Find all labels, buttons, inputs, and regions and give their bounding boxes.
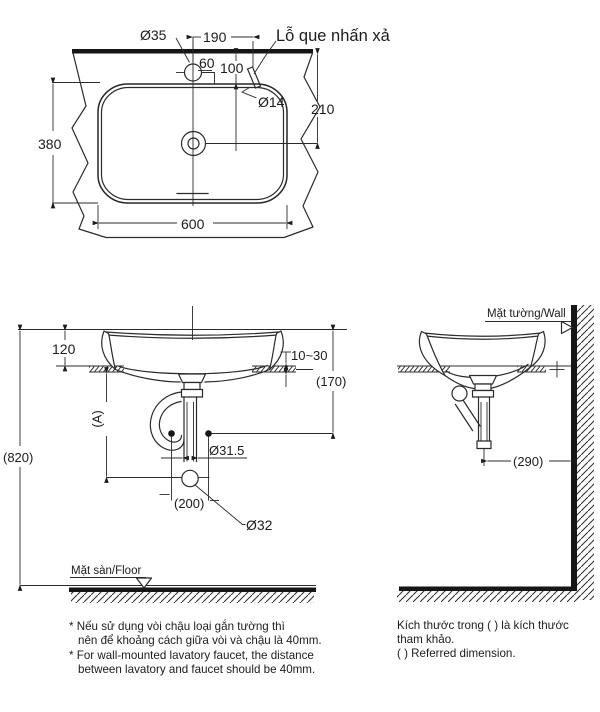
wall-line-top-view [72, 49, 313, 54]
note-left-line1: * Nếu sử dụng vòi chậu loại gắn tường th… [69, 620, 285, 633]
floor-label: Mặt sàn/Floor [71, 565, 141, 577]
rim-line-outer-side [423, 332, 542, 337]
pushrod-hole-label: Lỗ que nhấn xả [276, 26, 391, 45]
d35-leader [175, 37, 190, 63]
note-left-line3: * For wall-mounted lavatory faucet, the … [69, 649, 314, 662]
drain-hole-inner [187, 137, 200, 150]
floor [20, 577, 316, 603]
note-left-line2: nên để khoảng cách giữa vòi và chậu là 4… [78, 634, 322, 647]
wall-bar [571, 305, 577, 591]
p-trap-outer [149, 391, 185, 451]
pushrod-label-leader [253, 40, 277, 75]
dim-label-210: 210 [311, 101, 335, 117]
dim-label-60: 60 [199, 55, 215, 71]
dim-label-31-5: Ø31.5 [209, 443, 244, 458]
waste-pipe-side [477, 396, 491, 442]
counter-break-outline [71, 52, 321, 239]
dim-600 [92, 205, 293, 229]
note-right-line2: tham khảo. [397, 633, 454, 646]
dim-label-120: 120 [52, 341, 76, 357]
note-right-line3: ( ) Referred dimension. [397, 647, 516, 660]
front-view: 120 10~30 (170) (A) (820) Ø31.5 (200) Ø3… [3, 306, 347, 603]
floor-hatch [71, 592, 314, 603]
dim-380 [50, 77, 100, 209]
dim-label-14: Ø14 [258, 94, 285, 110]
dim-200 [159, 430, 333, 501]
dim-label-290: (290) [513, 454, 543, 469]
bowl-outer-bottom-side [444, 366, 532, 390]
faucet-tick-right [201, 72, 215, 84]
dim-label-600: 600 [181, 216, 205, 232]
left-wall-section [101, 330, 117, 371]
dim-label-100: 100 [220, 60, 244, 76]
drain-hole-outer [180, 130, 207, 157]
drain-assembly-front [106, 373, 210, 488]
dim-label-A: (A) [90, 410, 105, 427]
top-view: Ø35 190 60 100 Lỗ que nhấn xả Ø14 210 38… [38, 26, 391, 239]
floor-slab-side [399, 586, 571, 591]
trap-arm [454, 399, 481, 432]
rim-line-inner-side [425, 335, 540, 340]
bowl-side-section [418, 330, 546, 390]
wall-label: Mặt tường/Wall [487, 308, 566, 320]
bowl-outer-bottom [114, 368, 271, 383]
waste-pipe-front [183, 396, 198, 463]
note-left-line4: between lavatory and faucet should be 40… [78, 663, 315, 676]
dim-dot-left [168, 430, 175, 437]
floor-slab [69, 587, 316, 592]
trap-ball-joint [451, 385, 468, 402]
pushrod-hole [241, 40, 277, 99]
outlet-circle [181, 469, 199, 488]
footnotes: * Nếu sử dụng vòi chậu loại gắn tường th… [69, 619, 569, 676]
right-wall-section-side [529, 330, 546, 368]
d14-leader [241, 87, 257, 99]
dim-label-380: 380 [38, 136, 62, 152]
rim-line-outer [105, 331, 280, 336]
floor-hatch-side [397, 591, 580, 602]
dim-10-30 [280, 351, 291, 387]
dim-190 [186, 34, 260, 67]
counter-section [56, 365, 313, 373]
dim-label-190: 190 [203, 29, 227, 45]
dim-label-200: (200) [174, 496, 204, 511]
floor-level-triangle-icon [135, 577, 153, 589]
rim-line-inner [107, 334, 278, 339]
dim-label-10-30: 10~30 [291, 348, 328, 363]
wall-hatch [577, 305, 594, 600]
dim-label-32: Ø32 [246, 517, 273, 533]
left-wall-section-side [418, 330, 446, 377]
side-view: Mặt tường/Wall (290) [397, 305, 594, 602]
dim-label-170: (170) [316, 374, 346, 389]
floor-side [397, 586, 580, 602]
drain-assembly-side [451, 374, 498, 466]
wall-level-triangle-icon [560, 320, 574, 335]
note-right-line1: Kích thước trong ( ) là kích thước [397, 619, 569, 632]
counter-section-side [397, 361, 571, 378]
dim-label-820: (820) [3, 450, 33, 465]
p-trap-inner [158, 400, 183, 443]
dim-label-faucet-dia: Ø35 [140, 27, 167, 43]
pipe-end-cap [476, 440, 492, 450]
right-wall-section [268, 330, 284, 371]
bowl-inner-bottom [117, 364, 268, 375]
dim-dot-right [205, 430, 212, 437]
d32-leader [194, 484, 246, 525]
